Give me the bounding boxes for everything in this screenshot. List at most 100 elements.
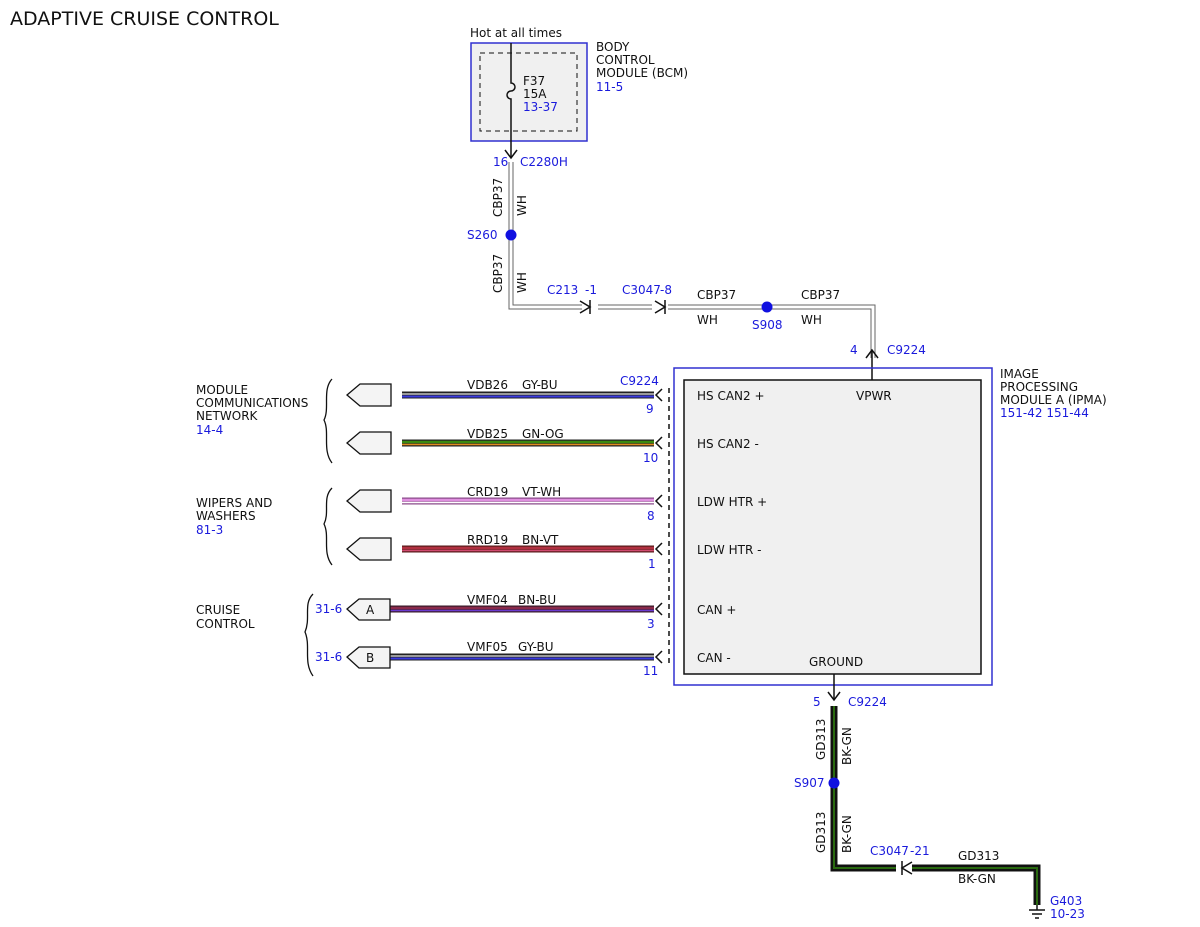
ground-circuit-1: GD313	[814, 719, 828, 760]
ground-color-2: BK-GN	[840, 815, 854, 853]
bcm-connector[interactable]: C2280H	[520, 155, 568, 169]
offpage-letter-b: B	[366, 651, 374, 665]
offpage-connector-vdb26[interactable]	[345, 383, 392, 407]
c213-pin: -1	[585, 283, 597, 297]
wire-vdb26[interactable]	[402, 391, 654, 399]
ground-color-1: BK-GN	[840, 727, 854, 765]
c3047-label[interactable]: C3047	[622, 283, 661, 297]
offpage-connector-rrd19[interactable]	[345, 537, 392, 561]
fuse-ref[interactable]: 13-37	[523, 100, 558, 114]
wire-rrd19[interactable]	[402, 545, 654, 553]
fuse-f37-icon[interactable]	[506, 43, 516, 158]
wire-vmf04[interactable]	[390, 605, 654, 613]
connector-arrow-icon	[504, 149, 518, 160]
power-circuit-1: CBP37	[491, 178, 505, 217]
ipma-pin-can-plus: CAN +	[697, 603, 736, 617]
fuse-name: F37	[523, 74, 545, 88]
ipma-pin-ldw-htr-plus: LDW HTR +	[697, 495, 767, 509]
wire-color-vmf05: GY-BU	[518, 640, 554, 654]
group-mcn-line-2: COMMUNICATIONS	[196, 396, 308, 410]
pin-10: 10	[643, 451, 658, 465]
ipma-signal-connector[interactable]: C9224	[620, 374, 659, 388]
wire-circuit-vmf05: VMF05	[467, 640, 508, 654]
ground-connector[interactable]: C9224	[848, 695, 887, 709]
splice-s260-label[interactable]: S260	[467, 228, 498, 242]
bcm-pin: 16	[493, 155, 508, 169]
ground-c3047-pin: -21	[910, 844, 930, 858]
cruise-ref-b[interactable]: 31-6	[315, 650, 342, 664]
group-mcn-line-3: NETWORK	[196, 409, 259, 423]
ground-id[interactable]: G403	[1050, 894, 1082, 908]
power-wire-cbp37[interactable]	[508, 162, 876, 358]
group-wipers-ref[interactable]: 81-3	[196, 523, 223, 537]
ground-c3047-label[interactable]: C3047	[870, 844, 909, 858]
ipma-vpwr-connector[interactable]: C9224	[887, 343, 926, 357]
splice-s908[interactable]	[761, 301, 773, 313]
ipma-ground-label: GROUND	[809, 655, 863, 669]
offpage-connector-crd19[interactable]	[345, 489, 392, 513]
wire-color-vdb25: GN-OG	[522, 427, 564, 441]
wire-circuit-vdb26: VDB26	[467, 378, 508, 392]
ground-wire-gd313[interactable]	[830, 706, 1041, 905]
power-color-3: WH	[697, 313, 718, 327]
ipma-module-outline[interactable]	[673, 367, 993, 686]
wire-color-vdb26: GY-BU	[522, 378, 558, 392]
ipma-name-line-1: IMAGE	[1000, 367, 1039, 381]
wire-circuit-crd19: CRD19	[467, 485, 508, 499]
group-wipers-line-1: WIPERS AND	[196, 496, 272, 510]
ground-connector-arrow-icon	[827, 691, 841, 702]
ipma-pin-ldw-htr-minus: LDW HTR -	[697, 543, 761, 557]
ipma-pin-can-minus: CAN -	[697, 651, 731, 665]
c213-label[interactable]: C213	[547, 283, 578, 297]
fuse-rating: 15A	[523, 87, 547, 101]
ground-ref[interactable]: 10-23	[1050, 907, 1085, 921]
power-circuit-4: CBP37	[801, 288, 840, 302]
group-wipers-line-2: WASHERS	[196, 509, 256, 523]
splice-s908-label[interactable]: S908	[752, 318, 783, 332]
offpage-connector-a[interactable]	[346, 598, 391, 621]
bcm-module-box[interactable]	[470, 42, 588, 142]
ground-circuit-2: GD313	[814, 812, 828, 853]
bcm-ref[interactable]: 11-5	[596, 80, 623, 94]
signal-arrow-icons	[654, 388, 663, 664]
pin-9: 9	[646, 402, 654, 416]
wire-vmf05[interactable]	[390, 653, 654, 661]
splice-s260[interactable]	[505, 229, 517, 241]
pin-1: 1	[648, 557, 656, 571]
ipma-name-line-3: MODULE A (IPMA)	[1000, 393, 1107, 407]
ipma-refs[interactable]: 151-42 151-44	[1000, 406, 1089, 420]
power-color-2: WH	[515, 272, 529, 293]
bcm-fuse-box	[479, 52, 578, 132]
power-color-4: WH	[801, 313, 822, 327]
wire-vdb25[interactable]	[402, 439, 654, 447]
group-mcn-line-1: MODULE	[196, 383, 248, 397]
wire-color-vmf04: BN-BU	[518, 593, 556, 607]
wire-crd19[interactable]	[402, 497, 654, 505]
diagram-title: ADAPTIVE CRUISE CONTROL	[10, 8, 279, 30]
hot-at-all-times-label: Hot at all times	[470, 26, 562, 40]
group-mcn-ref[interactable]: 14-4	[196, 423, 223, 437]
group-braces	[304, 378, 333, 677]
wire-circuit-rrd19: RRD19	[467, 533, 508, 547]
cruise-ref-a[interactable]: 31-6	[315, 602, 342, 616]
ipma-module-body	[683, 379, 982, 675]
offpage-letter-a: A	[366, 603, 375, 617]
wire-color-rrd19: BN-VT	[522, 533, 559, 547]
wire-circuit-vdb25: VDB25	[467, 427, 508, 441]
group-cruise-line-1: CRUISE	[196, 603, 240, 617]
offpage-connector-vdb25[interactable]	[345, 431, 392, 455]
splice-s907[interactable]	[828, 777, 840, 789]
power-circuit-2: CBP37	[491, 254, 505, 293]
power-circuit-3: CBP37	[697, 288, 736, 302]
splice-s907-label[interactable]: S907	[794, 776, 825, 790]
pin-3: 3	[647, 617, 655, 631]
pin-11: 11	[643, 664, 658, 678]
power-color-1: WH	[515, 195, 529, 216]
bcm-name-line-2: CONTROL	[596, 53, 655, 67]
offpage-connector-b[interactable]	[346, 646, 391, 669]
group-cruise-line-2: CONTROL	[196, 617, 255, 631]
ground-color-3: BK-GN	[958, 872, 996, 886]
ipma-vpwr-label: VPWR	[856, 389, 892, 403]
c3047-pin: -8	[660, 283, 672, 297]
